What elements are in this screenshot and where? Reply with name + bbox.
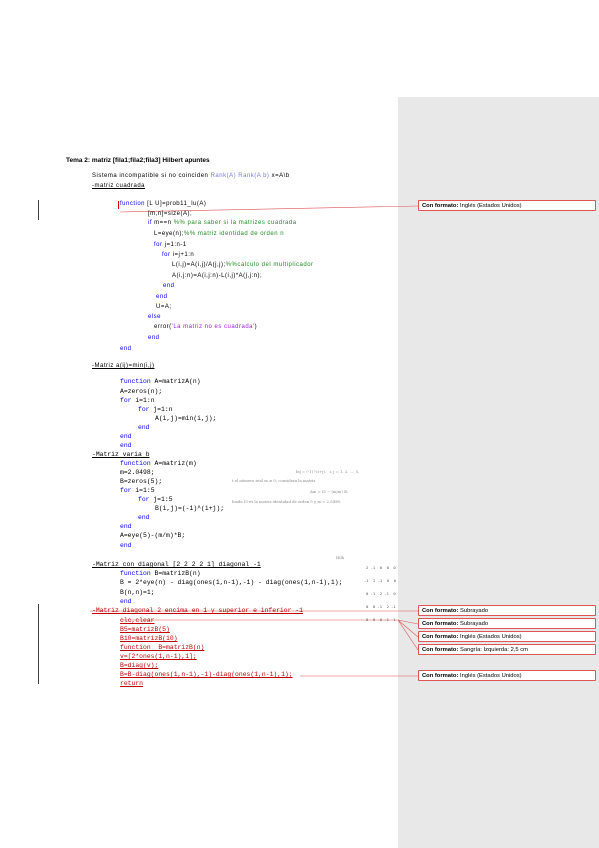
code-line: function A=matriz(m) [120,460,197,467]
code-line: B(n,n)=1; [120,589,155,596]
format-comment-balloon[interactable]: Con formato: Subrayado [418,605,596,616]
code-line-inserted: function B=matrizB(n) [120,644,205,651]
code-line-inserted: v=[2*ones(1,n-1),1]; [120,653,197,660]
code-line: end [138,424,150,431]
code-line: if m==n %% para saber si la matrizes cua… [148,220,297,226]
section-min-matrix: -Matriz a(ij)=min(i,j) [92,363,155,369]
section-diagonal-2: -Matriz diagonal 2 encima en 1 y superio… [92,607,303,614]
format-comment-balloon[interactable]: Con formato: Inglés (Estados Unidos) [418,200,596,211]
code-line: for j=1:n [138,406,173,413]
code-line: for i=j+1:n [162,252,195,258]
code-line: end [120,542,132,549]
code-line-inserted: B5=matrizB(5) [120,626,170,633]
code-line-inserted: B10=matrizB(10) [120,635,178,642]
intro-line: Sistema incompatible si no coinciden Ran… [92,173,290,179]
code-line: L=eye(n);%% matriz identidad de orden n [154,231,285,237]
code-line: else [148,314,162,320]
intro-suffix: x=A\b [269,173,290,179]
code-line-inserted: return [120,680,144,687]
code-line: U=A; [156,304,172,310]
code-line: end [120,346,132,352]
matrix-row: 0 -1 2 -1 0 [366,591,396,596]
intro-text: Sistema incompatible si no coinciden [92,173,211,179]
matrix-row: 2 -1 0 0 0 [366,565,396,570]
formula-line: Am = I5 − (m/m) B, [310,489,349,494]
code-line: L(i,j)=A(i,j)/A(j,j);%%calculo del multi… [172,262,314,268]
code-line: B(i,j)=(-1)^(i+j); [155,505,225,512]
document-title: Tema 2: matriz [fila1;fila2;fila3] Hilbe… [66,157,210,164]
code-line: function B=matrizB(n) [120,570,201,577]
format-comment-balloon[interactable]: Con formato: Sangría: Izquierda: 2,5 cm [418,644,596,655]
code-line-inserted: B=diag(v); [120,662,159,669]
format-comment-balloon[interactable]: Con formato: Inglés (Estados Unidos) [418,631,596,642]
connector-5 [397,619,419,651]
code-line: end [138,514,150,521]
formula-line: t el número real m ≠ 0; considera la mat… [232,478,316,483]
code-line: A=zeros(n); [120,388,163,395]
code-line: end [156,294,168,300]
code-line: function [L U]=prob11_lu(A) [120,201,207,207]
section-matrix-b: -Matriz varia b [92,451,150,458]
code-line: function A=matrizA(n) [120,378,201,385]
change-bar [38,200,39,220]
code-line: for j=1:n-1 [154,242,187,248]
text-cursor [118,201,119,209]
code-line: end [120,523,132,530]
format-comment-balloon[interactable]: Con formato: Inglés (Estados Unidos) [418,670,596,681]
format-comment-balloon[interactable]: Con formato: Subrayado [418,618,596,629]
section-square-matrix: -matriz cuadrada [92,183,146,189]
code-line: A(i,j:n)=A(i,j:n)-L(i,j)*A(j,j:n); [172,273,263,279]
formula-line: londe I5 es la matriz identidad de orden… [232,499,342,504]
matrix-row: -1 2 -1 0 0 [364,578,397,583]
code-line: m=2.0498; [120,469,155,476]
code-line: end [120,433,132,440]
code-line: for i=1:5 [120,487,155,494]
code-line: for j=1:5 [138,496,173,503]
code-line: [m,n]=size(A); [148,211,193,217]
code-line: B=zeros(5); [120,478,163,485]
connector-1 [119,205,419,213]
code-line: end [163,283,175,289]
matrix-row: 0 0 -1 2 -1 [366,604,396,609]
section-diagonal: -Matriz con diagonal [2 2 2 2 1] diagona… [92,561,261,568]
code-line: A=eye(5)-(m/m)*B; [120,532,186,539]
code-line: end [120,598,132,605]
rank-ab: Rank(A b) [238,173,270,179]
code-line: B = 2*eye(n) - diag(ones(1,n-1),-1) - di… [120,579,343,586]
code-line-inserted: B=B-diag(ones(1,n-1),-1)-diag(ones(1,n-1… [120,671,293,678]
matrix-row: 0 0 0 -1 1 [366,617,396,622]
code-line: end [148,335,160,341]
change-bar [38,604,39,684]
comments-margin [398,97,599,848]
code-line: A(i,j)=min(i,j); [155,415,217,422]
formula-line: bij = (-1)^(i+j), i, j = 1, 2, ..., 5, [296,469,360,474]
formula-line: Hilb [336,555,345,560]
connector-3b [397,619,419,625]
connector-4 [397,619,419,638]
rank-a: Rank(A) [210,173,237,179]
code-line: end [120,442,132,449]
code-line-inserted: clc,clear [120,617,155,624]
code-line: for i=1:n [120,397,155,404]
code-line: error('La matriz no es cuadrada') [154,324,258,330]
